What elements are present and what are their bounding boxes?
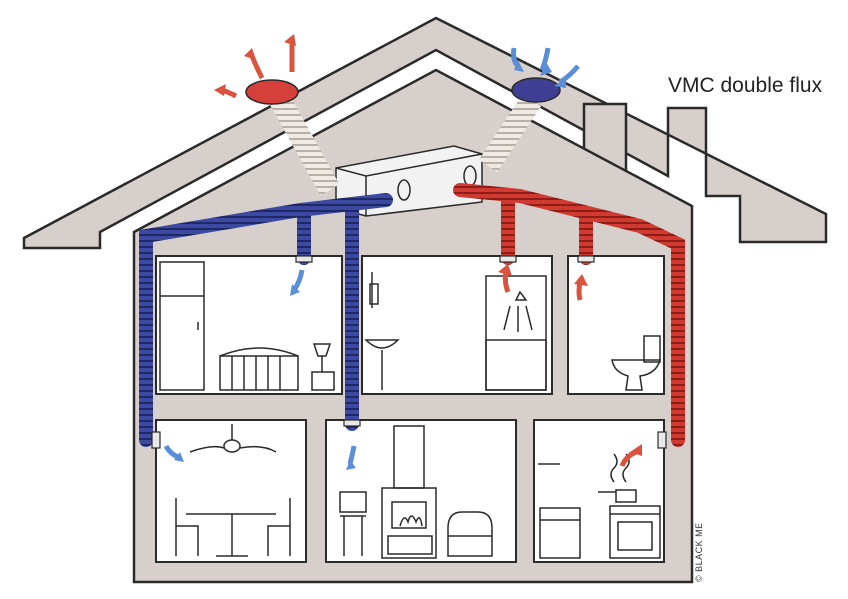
exhaust-cap xyxy=(246,80,298,104)
living-room xyxy=(326,420,516,562)
bedroom xyxy=(156,256,342,394)
intake-cap xyxy=(512,78,560,102)
kitchen xyxy=(534,420,664,562)
diagram-title: VMC double flux xyxy=(668,74,822,98)
copyright-credit: © BLACK ME xyxy=(694,522,704,582)
dining-room xyxy=(156,420,306,562)
